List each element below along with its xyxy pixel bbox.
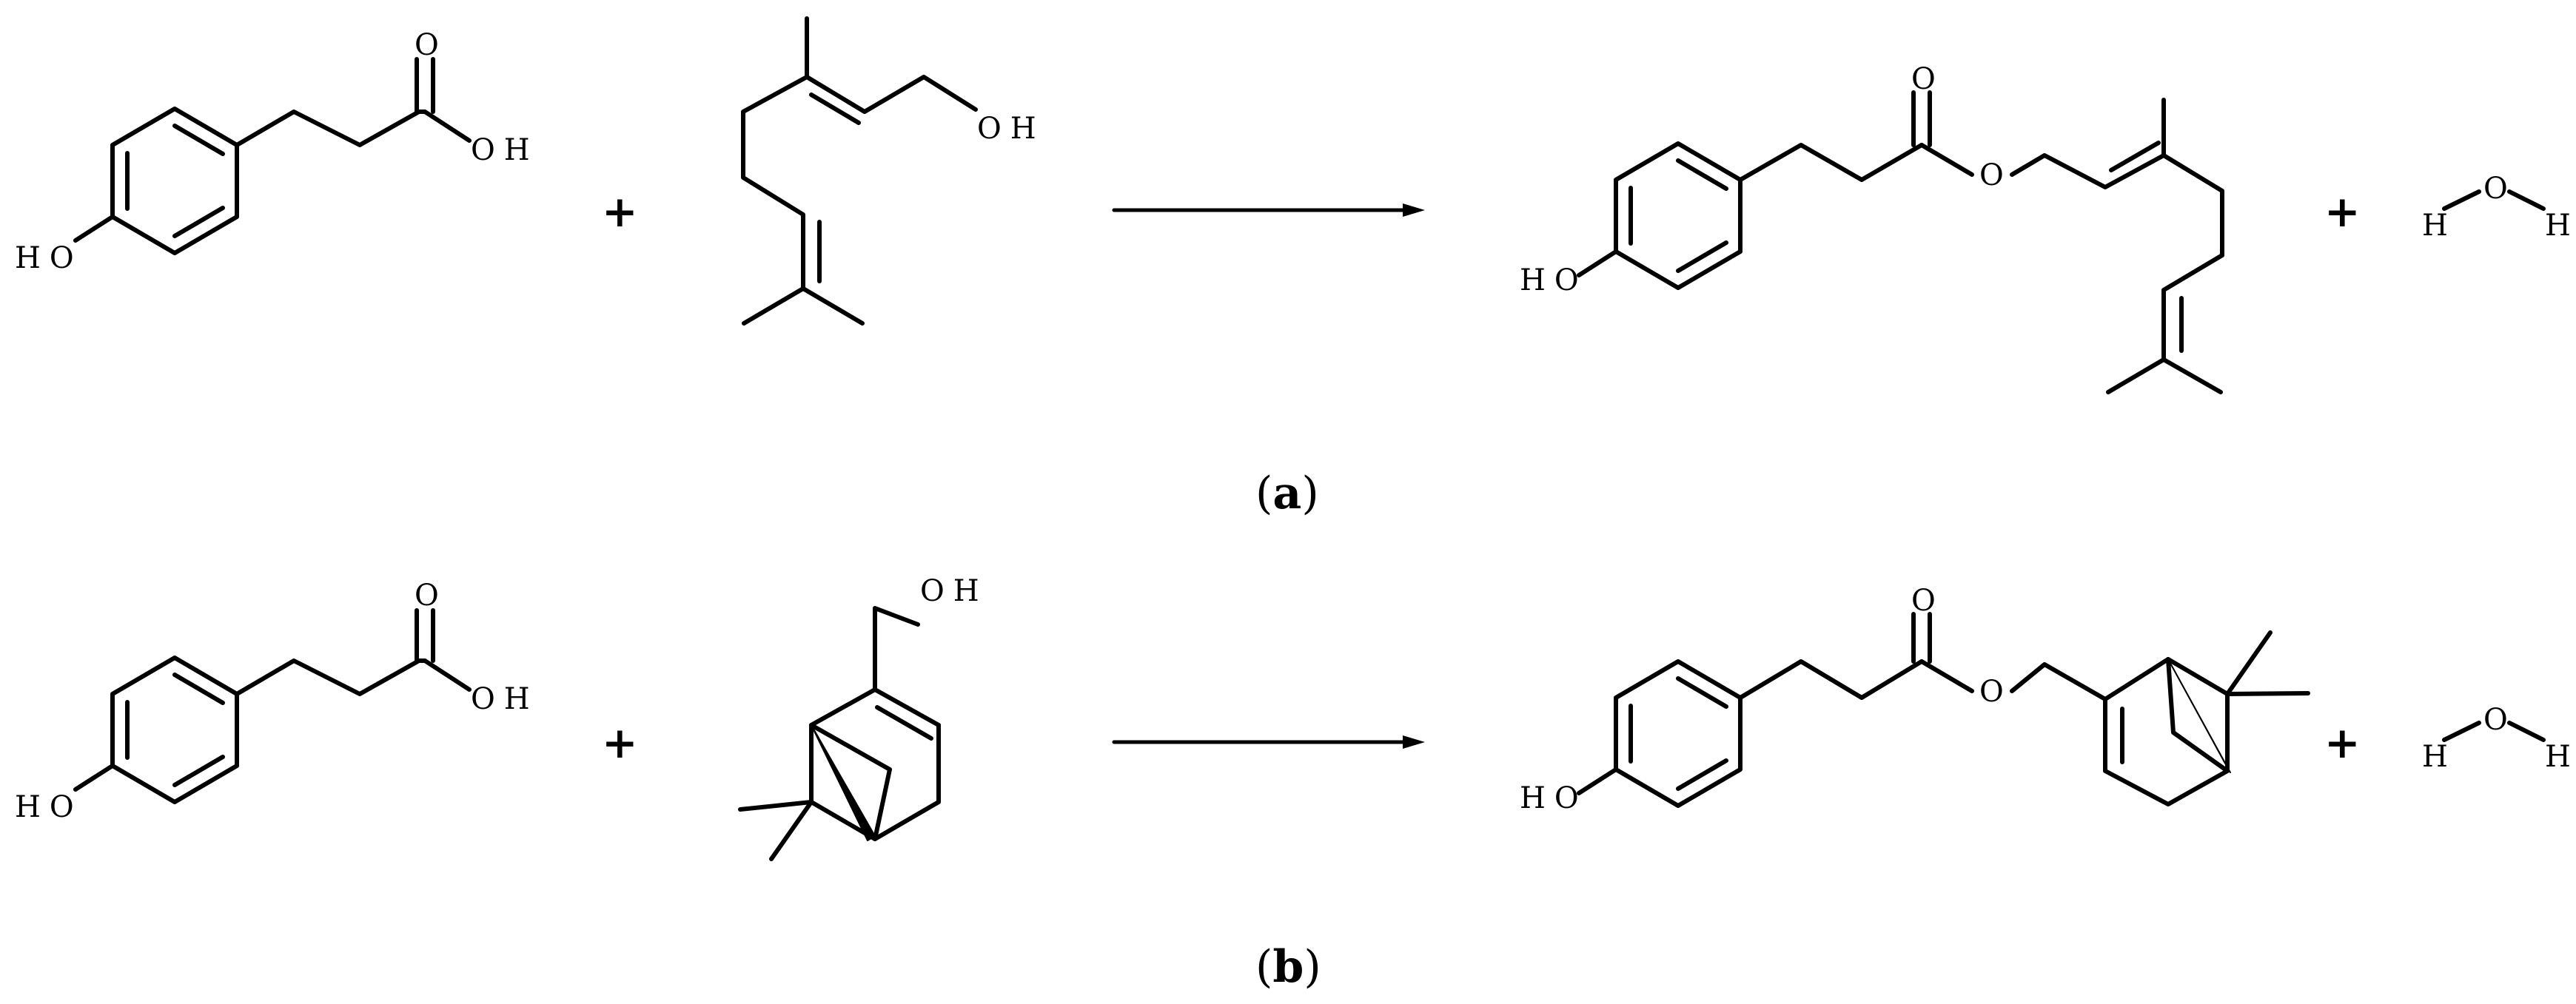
reaction-a: O OH HO + OH [15, 16, 2571, 519]
myrtenol-hydroxyl-label: OH [920, 574, 988, 608]
water-h-label: H [2545, 209, 2571, 243]
reactant-a-acid-structure [73, 57, 472, 255]
reaction-arrow [1112, 203, 1425, 217]
ester-o-label: O [1979, 675, 2004, 709]
water-molecule [2442, 189, 2546, 211]
water-o-label: O [2483, 172, 2508, 206]
caption-b: (b) [1255, 941, 1321, 993]
water-h-label: H [2422, 209, 2448, 243]
ester-phenol-label: HO [1520, 263, 1588, 297]
reaction-b: O OH HO + OH [15, 574, 2571, 993]
product-a-ester-structure [1577, 90, 2224, 394]
acid-carbonyl-o-label: O [415, 28, 439, 62]
plus-sign: + [2324, 186, 2361, 237]
ester-o-label: O [1979, 158, 2004, 192]
reactant-b-myrtenol-structure [738, 606, 941, 861]
acid-hydroxyl-label: OH [471, 133, 539, 167]
reaction-arrow [1112, 735, 1425, 749]
ester-carbonyl-o-label: O [1911, 584, 1936, 618]
ester-phenol-label: HO [1520, 781, 1588, 815]
reactant-a-geraniol-structure [741, 16, 978, 326]
plus-sign: + [2324, 718, 2361, 768]
acid-carbonyl-o-label: O [415, 579, 439, 613]
water-o-label: O [2483, 703, 2508, 737]
water-molecule [2442, 721, 2546, 742]
plus-sign: + [602, 186, 638, 237]
geraniol-hydroxyl-label: OH [977, 112, 1045, 146]
product-b-ester-structure [1577, 612, 2310, 808]
reactant-b-acid-structure [73, 608, 472, 804]
caption-a: (a) [1255, 468, 1319, 519]
plus-sign: + [602, 718, 638, 768]
acid-phenol-label: HO [15, 241, 83, 275]
water-h-label: H [2545, 740, 2571, 774]
acid-phenol-label: HO [15, 790, 83, 824]
ester-carbonyl-o-label: O [1911, 62, 1936, 96]
acid-hydroxyl-label: OH [471, 682, 539, 716]
water-h-label: H [2422, 740, 2448, 774]
